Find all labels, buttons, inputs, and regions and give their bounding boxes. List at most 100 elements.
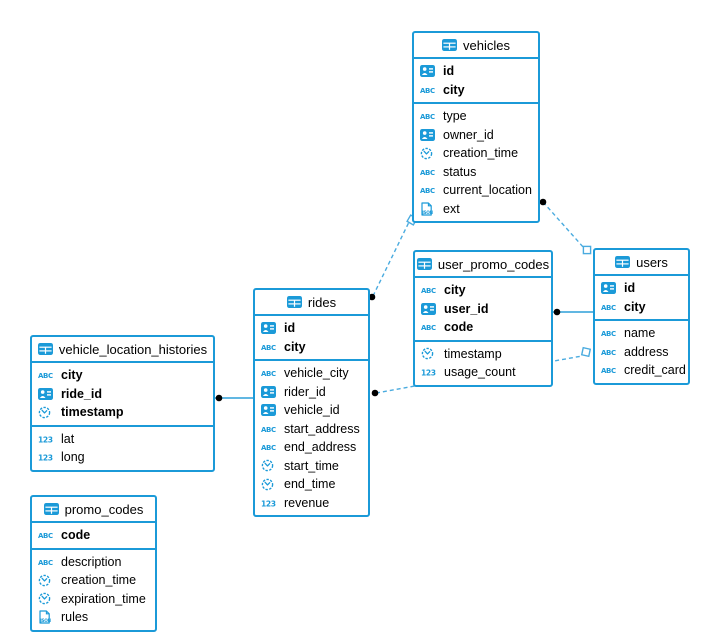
column-label: city [443,82,465,97]
column-label: expiration_time [61,591,146,606]
table-header-vehicle_location_histories[interactable]: vehicle_location_histories [32,337,213,363]
column-label: type [443,109,467,124]
column-row-vehicle_id[interactable]: vehicle_id [255,401,368,420]
relation-vehicles-to-users[interactable] [539,198,592,255]
table-title: promo_codes [64,501,144,517]
id-card-type-icon [421,302,444,315]
table-icon [43,503,59,515]
relation-line[interactable] [372,221,410,297]
column-label: timestamp [61,405,124,420]
column-label: vehicle_id [284,403,340,418]
number-type-icon: 123 [261,498,284,508]
relation-line[interactable] [542,201,585,249]
id-card-type-icon [261,385,284,398]
column-row-timestamp[interactable]: timestamp [415,345,551,364]
text-type-icon: ABC [420,167,443,177]
column-row-ride_id[interactable]: ride_id [32,385,213,404]
text-type-icon: ABC [420,185,443,195]
column-row-end_time[interactable]: end_time [255,475,368,494]
relation-vehicle_location_histories-to-rides[interactable] [215,394,253,402]
column-row-rider_id[interactable]: rider_id [255,383,368,402]
table-icon [37,343,53,355]
column-label: long [61,450,85,465]
table-header-rides[interactable]: rides [255,290,368,316]
column-row-creation_time[interactable]: creation_time [32,571,155,590]
svg-text:123: 123 [421,369,436,378]
column-row-id[interactable]: id [255,319,368,338]
relation-child-marker [553,308,561,316]
column-label: city [61,368,83,383]
svg-text:ABC: ABC [38,532,53,540]
json-type-icon: JSON [38,610,61,624]
column-row-id[interactable]: id [595,279,688,298]
column-row-owner_id[interactable]: owner_id [414,126,538,145]
svg-text:ABC: ABC [420,169,435,177]
table-header-vehicles[interactable]: vehicles [414,33,538,59]
relation-child-marker [215,394,223,402]
column-row-timestamp[interactable]: timestamp [32,403,213,422]
column-label: lat [61,431,75,446]
svg-text:ABC: ABC [601,330,616,338]
column-row-creation_time[interactable]: creation_time [414,144,538,163]
column-label: ride_id [61,386,102,401]
column-row-expiration_time[interactable]: expiration_time [32,590,155,609]
relation-user_promo_codes-to-users[interactable] [553,308,593,316]
column-row-id[interactable]: id [414,62,538,81]
table-header-users[interactable]: users [595,250,688,276]
column-row-start_time[interactable]: start_time [255,457,368,476]
svg-text:ABC: ABC [261,444,276,452]
column-row-user_id[interactable]: user_id [415,300,551,319]
number-type-icon: 123 [38,434,61,444]
table-header-promo_codes[interactable]: promo_codes [32,497,155,523]
column-label: id [624,281,636,296]
column-label: revenue [284,495,330,510]
column-row-end_address[interactable]: ABC end_address [255,438,368,457]
column-label: id [443,64,455,79]
relation-child-marker [539,198,547,206]
text-type-icon: ABC [261,342,284,352]
column-label: user_id [444,301,489,316]
table-header-user_promo_codes[interactable]: user_promo_codes [415,252,551,278]
column-label: end_address [284,440,357,455]
relation-rides-to-vehicles[interactable] [368,214,418,301]
column-label: owner_id [443,127,494,142]
svg-text:JSON: JSON [39,618,51,623]
number-type-icon: 123 [421,367,444,378]
text-type-icon: ABC [601,328,624,338]
json-type-icon: JSON [420,202,443,216]
